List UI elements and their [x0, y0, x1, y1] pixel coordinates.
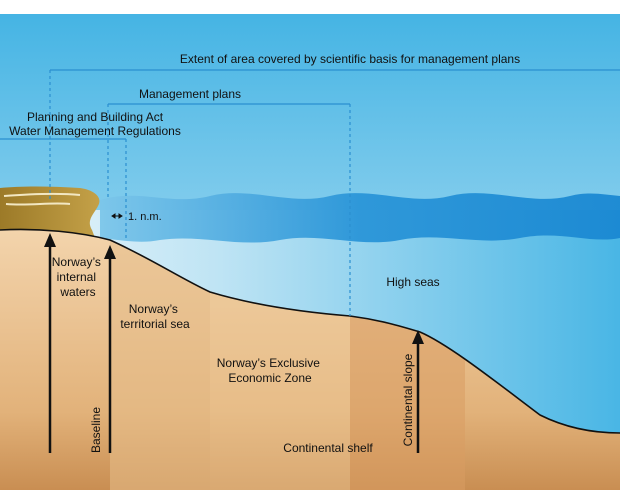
- ocean-surface-band: [100, 193, 620, 243]
- continental-shelf-label: Continental shelf: [283, 441, 373, 455]
- coast-fjord-line-1: [3, 192, 81, 197]
- management-plans-label: Management plans: [139, 87, 241, 101]
- extent-boundary: [49, 69, 620, 200]
- management-plans-boundary: [107, 103, 351, 316]
- territorial-sea-zone: [110, 240, 210, 490]
- baseline-label: Baseline: [89, 407, 103, 453]
- coast-fjord-line-2: [5, 202, 71, 206]
- eez-label: Norway’s Exclusive Economic Zone: [217, 356, 324, 385]
- coastal-land: [0, 186, 100, 238]
- one-nm-label: 1. n.m.: [128, 211, 162, 223]
- internal-waters-label: Norway’s internal waters: [52, 255, 104, 299]
- continental-slope-arrow-icon: [412, 330, 424, 453]
- planning-act-boundary: [0, 138, 127, 240]
- planning-act-label-line1: Planning and Building Act: [27, 110, 164, 124]
- baseline-arrow-icon: [104, 245, 116, 453]
- territorial-sea-label: Norway’s territorial sea: [120, 302, 190, 331]
- planning-act-label-line2: Water Management Regulations: [9, 124, 181, 138]
- one-nm-arrow-icon: [111, 213, 123, 219]
- continental-slope-label: Continental slope: [401, 353, 415, 446]
- high-seas-label: High seas: [386, 275, 439, 289]
- eez-zone: [210, 292, 350, 490]
- shelf-edge-zone: [350, 316, 465, 490]
- extent-label: Extent of area covered by scientific bas…: [180, 52, 520, 66]
- internal-waters-arrow-icon: [44, 233, 56, 453]
